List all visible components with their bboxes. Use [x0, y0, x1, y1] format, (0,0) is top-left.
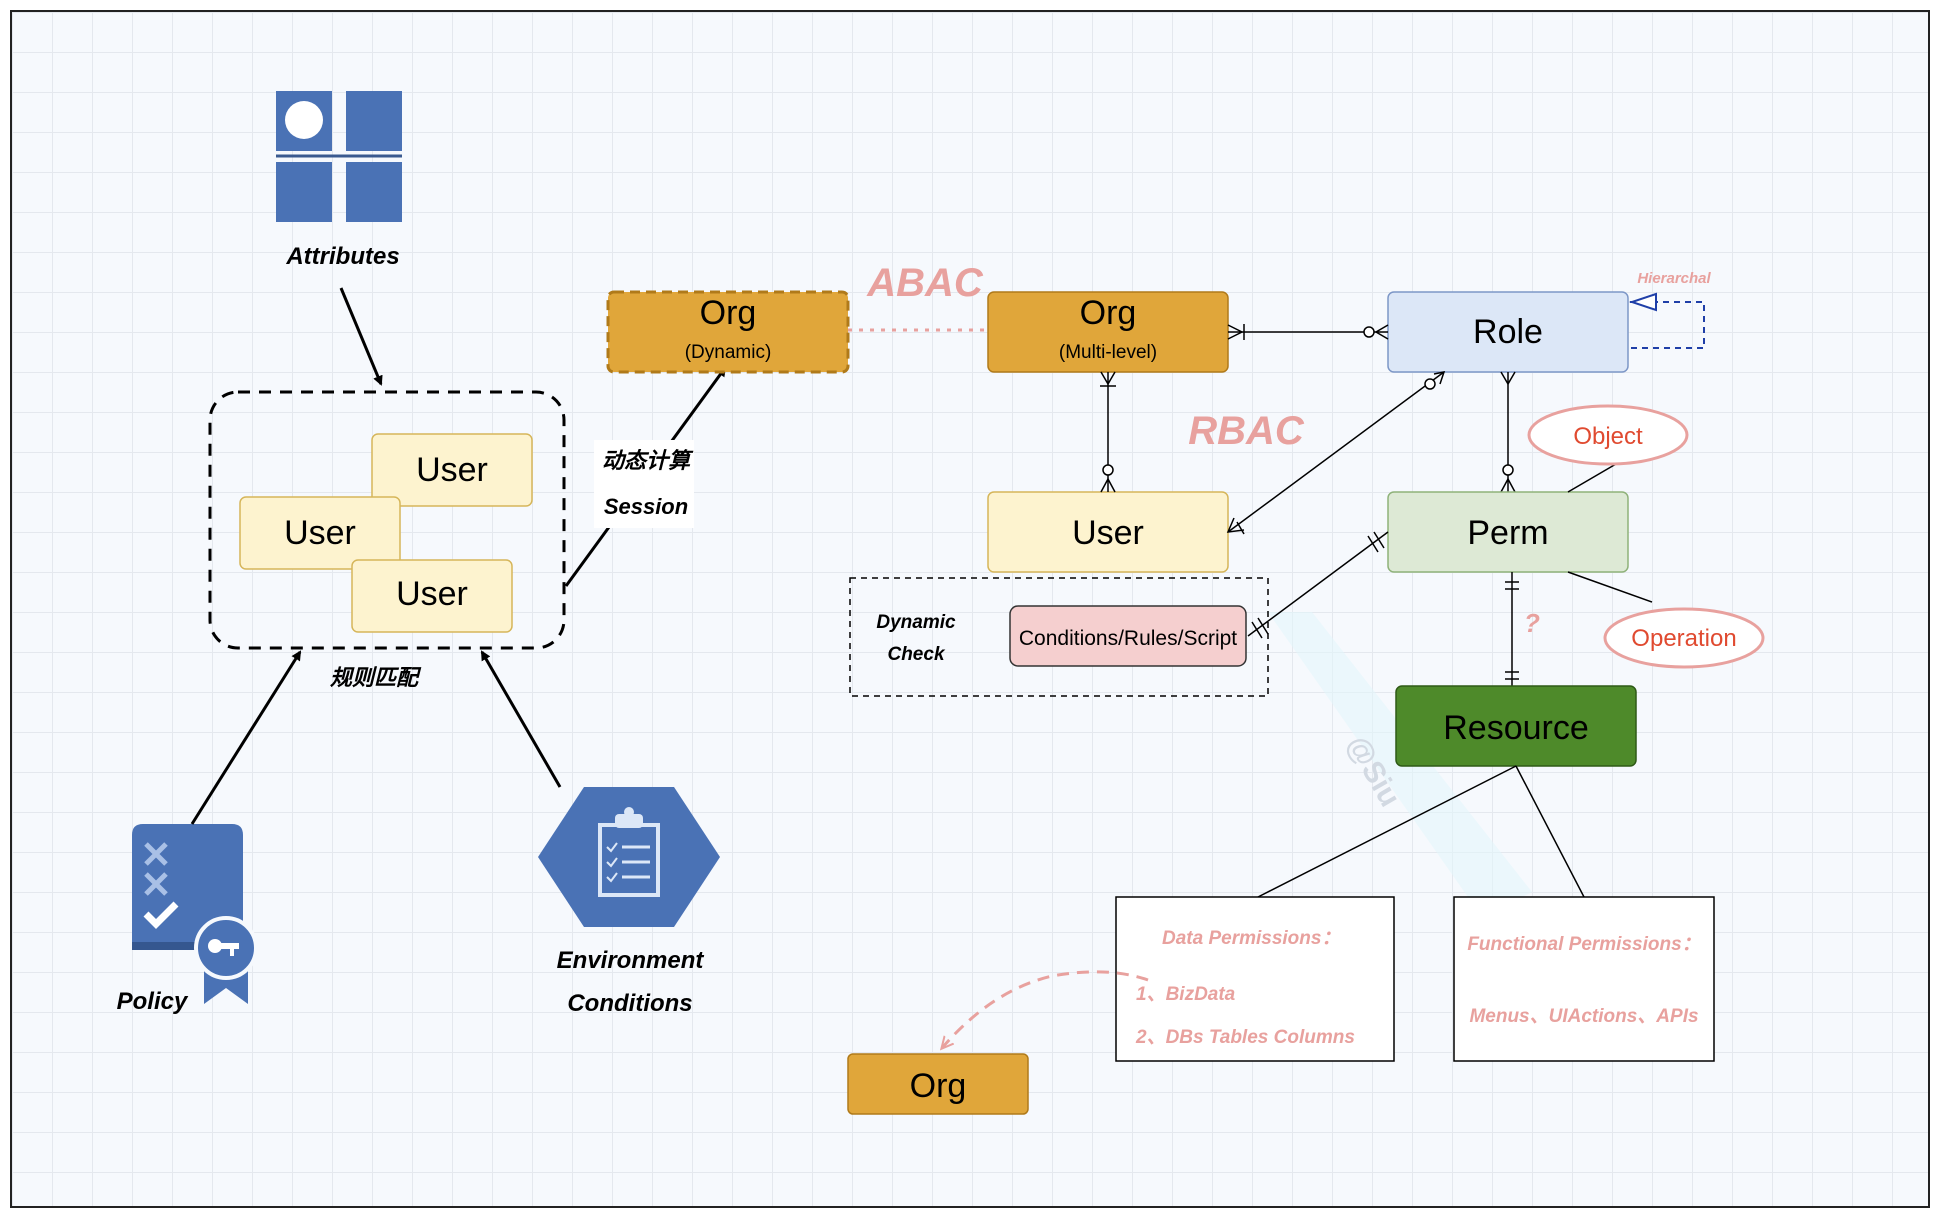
org-dynamic-box	[606, 290, 850, 374]
data-permissions-item1: 1、BizData	[1136, 984, 1236, 1005]
role-perm-crowfoot-role	[1500, 371, 1516, 386]
conditions-box	[1009, 605, 1247, 667]
role-user-crowfoot-role	[1433, 371, 1446, 385]
perm-resource-mark-resource	[1505, 671, 1519, 680]
perm-label: Perm	[1467, 514, 1548, 552]
question-mark-label: ?	[1524, 608, 1540, 638]
dynamic-check-line1: Dynamic	[876, 612, 956, 633]
arrow-policy-to-group	[190, 650, 302, 825]
resource-functional-link	[1515, 765, 1585, 898]
environment-icon	[538, 787, 720, 927]
functional-permissions-items: Menus、UIActions、APIs	[1469, 1006, 1698, 1027]
role-perm-circle	[1502, 464, 1514, 476]
functional-permissions-box	[1453, 896, 1715, 1062]
org-dynamic-subtitle: (Dynamic)	[685, 342, 772, 363]
org-user-crowfoot-org	[1100, 371, 1116, 387]
org-role-circle	[1363, 326, 1375, 338]
user-box-3-label: User	[396, 575, 468, 613]
users-group-box	[208, 390, 566, 650]
role-label: Role	[1473, 313, 1543, 351]
dynamic-check-box	[849, 577, 1269, 697]
org-user-crowfoot-user	[1100, 477, 1116, 493]
conditions-perm-mark-b	[1367, 531, 1385, 553]
data-permissions-item2: 2、DBs Tables Columns	[1135, 1027, 1355, 1048]
session-label-bg	[594, 440, 694, 528]
org-bottom-box	[847, 1053, 1029, 1115]
perm-operation-link	[1567, 571, 1653, 603]
rbac-label: RBAC	[1188, 409, 1305, 453]
arrow-attributes-to-group	[339, 287, 383, 386]
role-perm-crowfoot-perm	[1500, 477, 1516, 493]
resource-label: Resource	[1443, 709, 1589, 747]
hierarchal-label: Hierarchal	[1637, 270, 1711, 287]
arrow-environment-to-group	[480, 650, 562, 788]
user-label: User	[1072, 514, 1144, 552]
role-user-circle	[1424, 378, 1436, 390]
org-role-crowfoot-org	[1227, 324, 1245, 340]
org-user-circle	[1102, 464, 1114, 476]
attributes-label: Attributes	[285, 243, 399, 270]
org-role-crowfoot-role	[1374, 324, 1389, 340]
environment-label-line1: Environment	[557, 947, 705, 974]
conditions-label: Conditions/Rules/Script	[1019, 627, 1237, 650]
user-box-1	[371, 433, 533, 507]
org-bottom-label: Org	[910, 1067, 967, 1105]
org-multilevel-subtitle: (Multi-level)	[1059, 342, 1157, 363]
functional-permissions-title: Functional Permissions：	[1467, 934, 1700, 955]
policy-icon	[132, 824, 258, 1004]
user-box-2	[239, 496, 401, 570]
dynamic-calc-label: 动态计算	[602, 448, 694, 473]
role-user-crowfoot-user	[1226, 517, 1245, 535]
diagram-canvas: Attributes User User User 规则匹配 Policy En…	[10, 10, 1930, 1208]
user-box-2-label: User	[284, 514, 356, 552]
session-label: Session	[604, 494, 688, 519]
dynamic-check-line2: Check	[887, 644, 945, 665]
attributes-icon	[276, 91, 402, 222]
conditions-perm-link	[1247, 531, 1389, 637]
user-box-1-label: User	[416, 451, 488, 489]
resource-data-link	[1257, 765, 1517, 898]
org-multilevel-title: Org	[1080, 294, 1137, 332]
user-box-3	[351, 559, 513, 633]
org-dynamic-title: Org	[700, 294, 757, 332]
operation-label: Operation	[1631, 625, 1736, 652]
environment-label-line2: Conditions	[567, 990, 692, 1017]
data-permissions-title: Data Permissions：	[1162, 928, 1340, 949]
perm-resource-mark-perm	[1505, 581, 1519, 590]
data-to-org-arrow	[942, 970, 1149, 1048]
rule-match-label: 规则匹配	[330, 665, 422, 690]
conditions-perm-mark-a	[1251, 617, 1269, 639]
data-permissions-box	[1115, 896, 1395, 1062]
abac-label: ABAC	[866, 261, 984, 305]
object-ellipse	[1527, 404, 1689, 466]
perm-object-link	[1567, 463, 1617, 493]
object-label: Object	[1573, 423, 1643, 450]
policy-label: Policy	[117, 988, 189, 1015]
hierarchal-link	[1630, 301, 1705, 349]
hierarchal-arrowhead	[1628, 292, 1657, 312]
operation-ellipse	[1603, 607, 1765, 669]
role-user-link	[1227, 371, 1445, 533]
